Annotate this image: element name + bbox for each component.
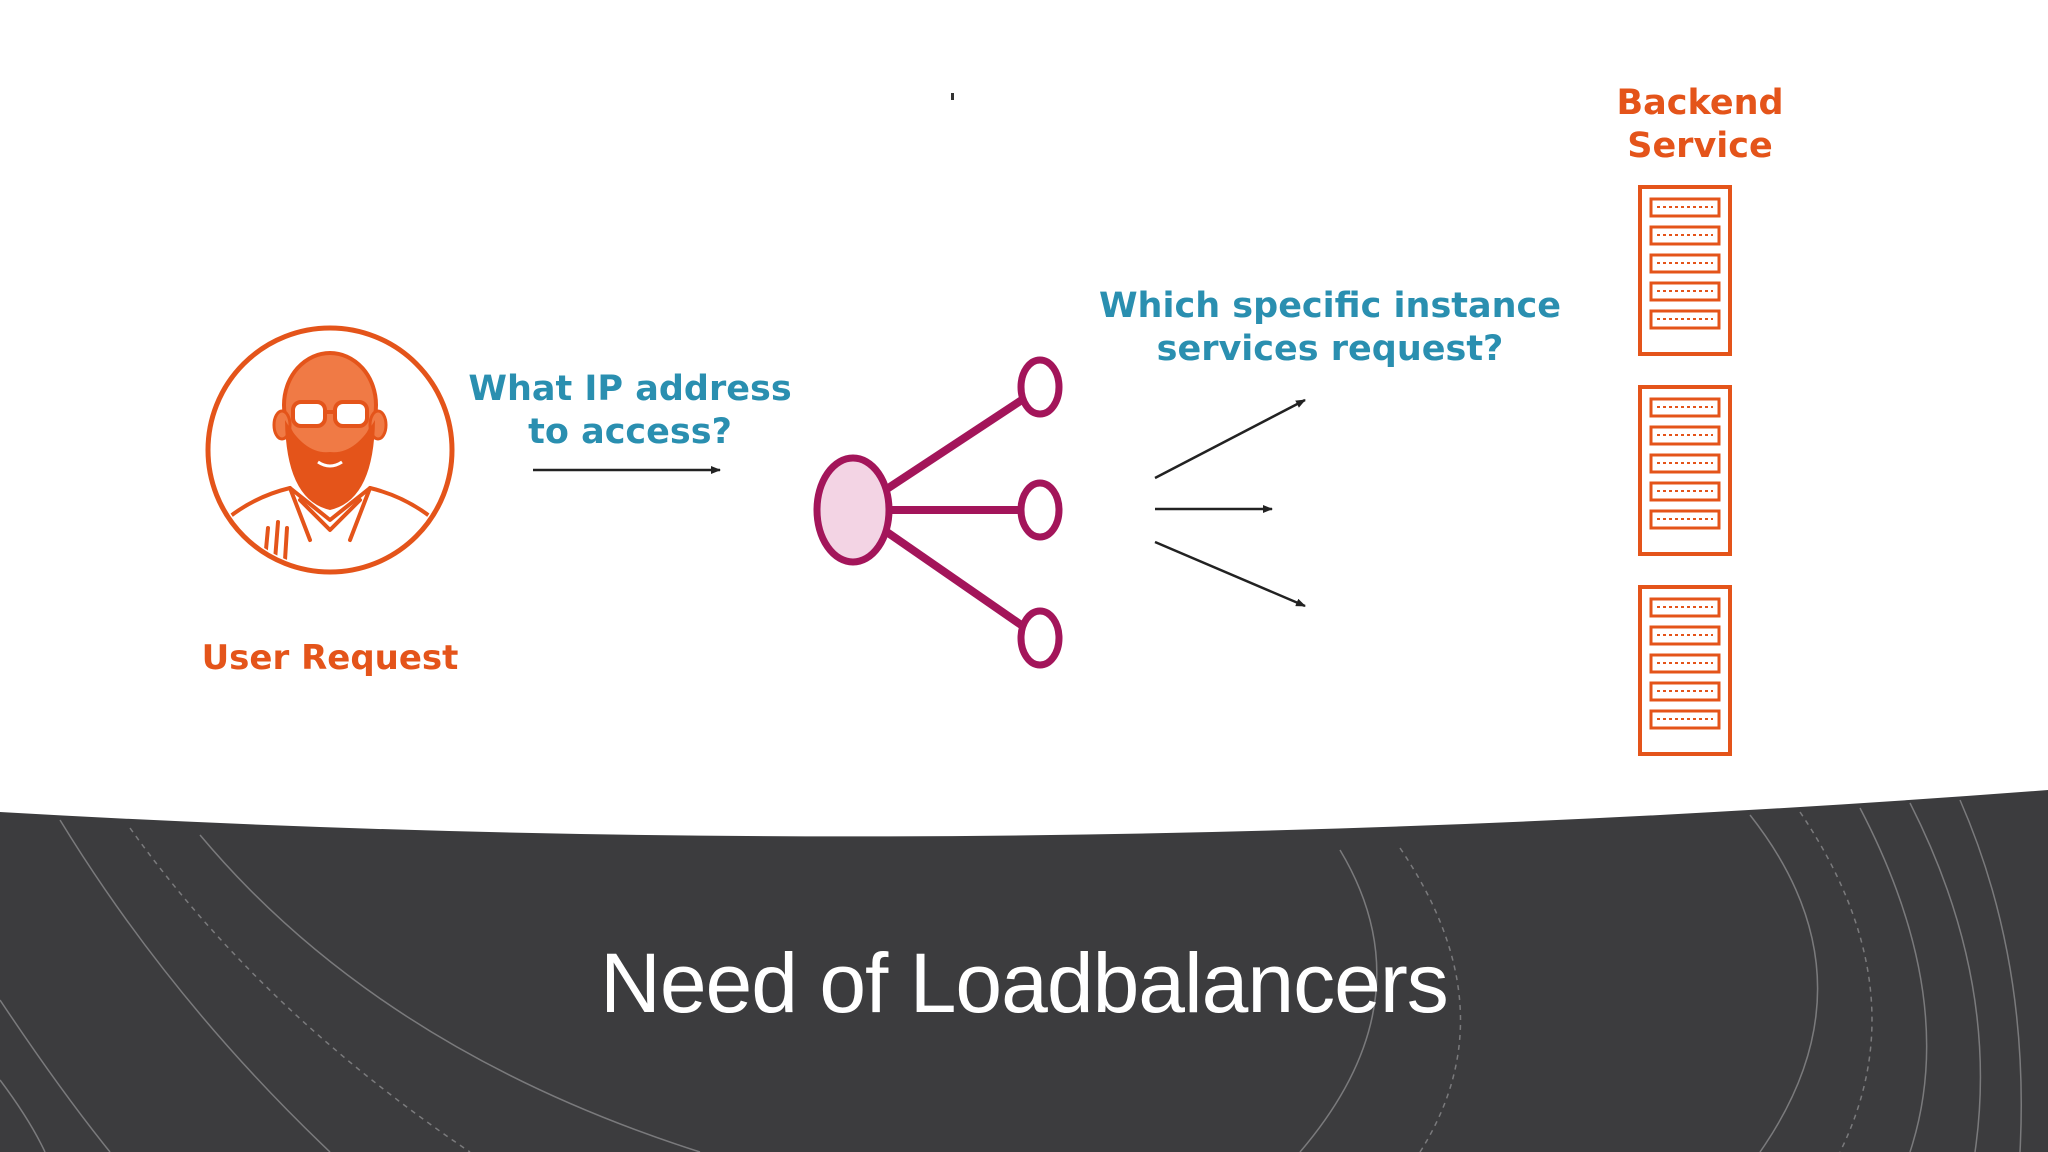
server-rack-icon [1640, 387, 1730, 554]
server-rack-icon [1640, 187, 1730, 354]
instance-question: Which specific instance services request… [1070, 285, 1590, 370]
arrow-to-server-3 [1155, 542, 1305, 606]
stray-mark [951, 93, 954, 100]
user-avatar-icon [205, 328, 455, 572]
backend-service-title: Backend Service [1590, 82, 1810, 167]
ip-address-question: What IP address to access? [430, 368, 830, 453]
server-rack-icon [1640, 587, 1730, 754]
load-balancer-icon [817, 360, 1059, 665]
distribution-arrows [1155, 400, 1305, 606]
slide-title: Need of Loadbalancers [0, 935, 2048, 1032]
arrow-to-server-1 [1155, 400, 1305, 478]
user-request-label: User Request [160, 638, 500, 679]
